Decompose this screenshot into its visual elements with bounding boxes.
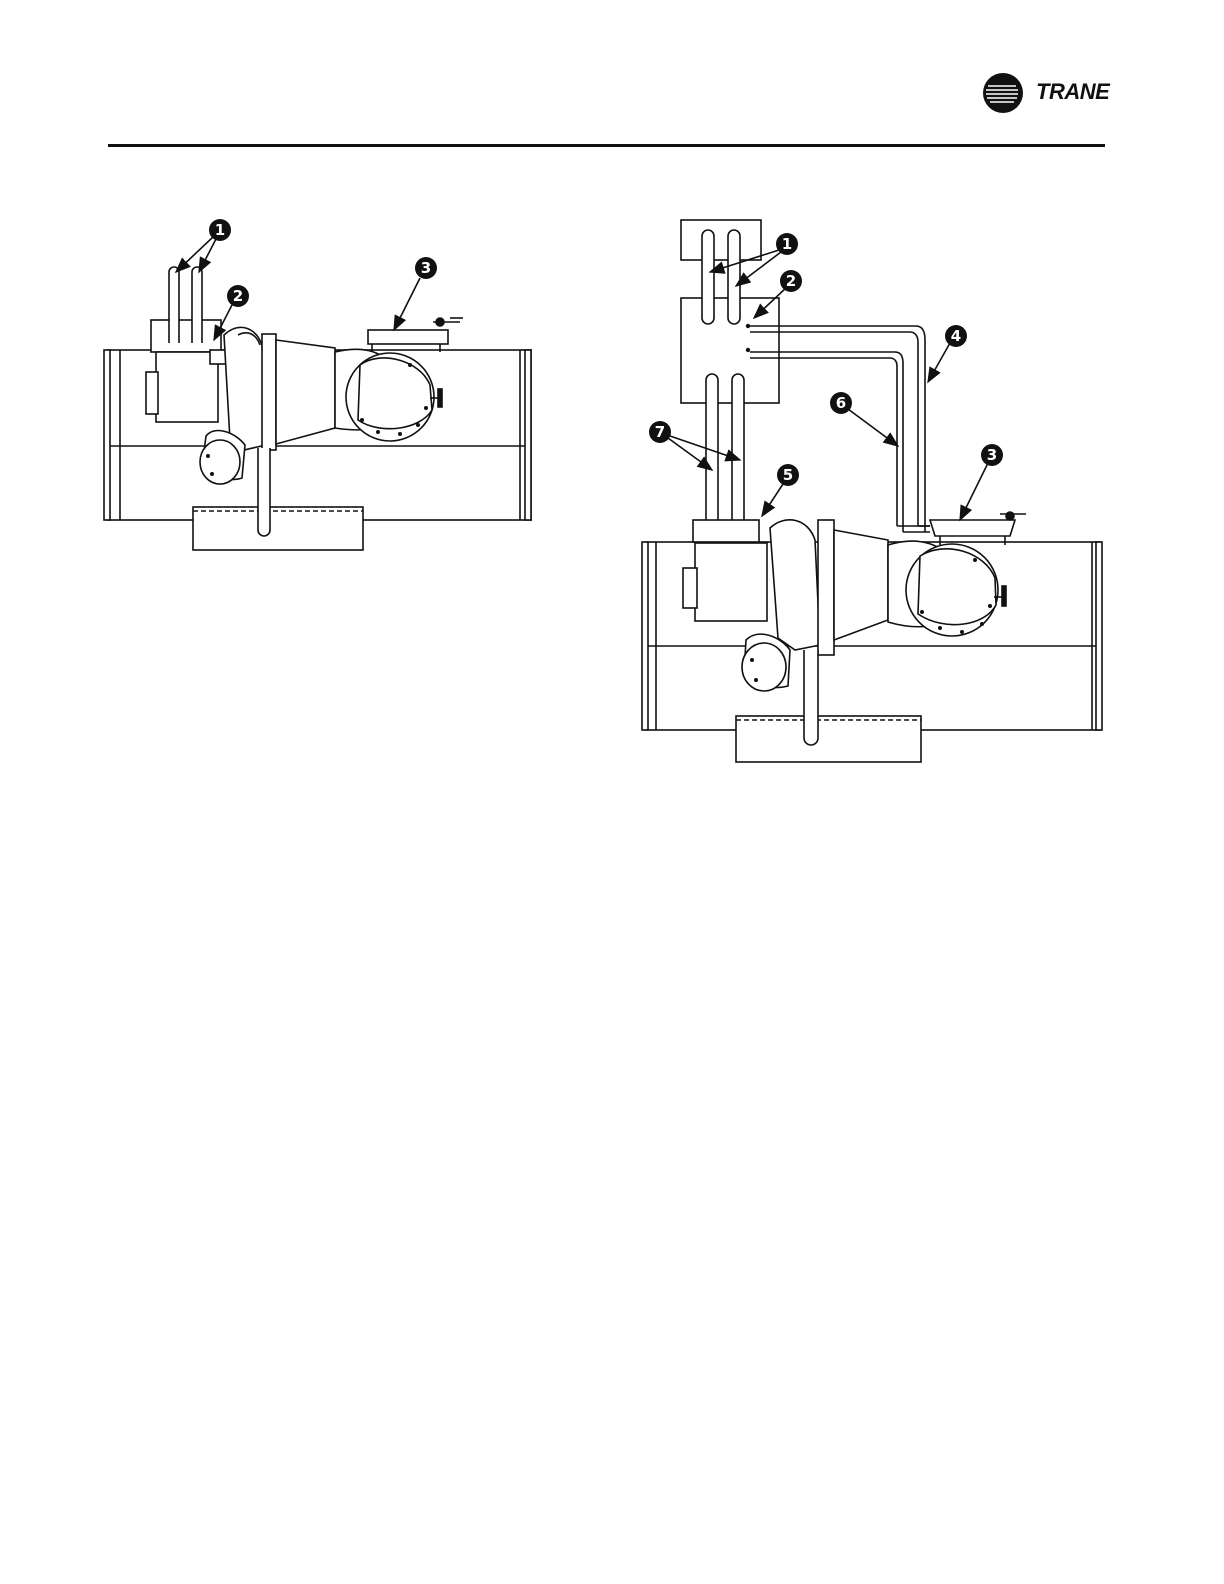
callout-left-3: 3	[415, 257, 437, 279]
callout-right-1: 1	[776, 233, 798, 255]
callout-left-1: 1	[209, 219, 231, 241]
svg-text:1: 1	[215, 221, 225, 239]
callout-right-7: 7	[649, 421, 671, 443]
svg-text:1: 1	[782, 235, 792, 253]
svg-text:2: 2	[786, 272, 796, 290]
svg-text:3: 3	[987, 446, 997, 464]
figure-right-unit	[642, 220, 1102, 762]
svg-text:5: 5	[783, 466, 793, 484]
svg-text:2: 2	[233, 287, 243, 305]
callout-right-4: 4	[945, 325, 967, 347]
svg-text:3: 3	[421, 259, 431, 277]
callout-right-2: 2	[780, 270, 802, 292]
svg-text:6: 6	[836, 394, 846, 412]
svg-text:7: 7	[655, 423, 665, 441]
callout-right-6: 6	[830, 392, 852, 414]
figure-left-unit	[104, 267, 531, 550]
callout-left-2: 2	[227, 285, 249, 307]
svg-text:4: 4	[951, 327, 961, 345]
callout-right-3: 3	[981, 444, 1003, 466]
callout-right-5: 5	[777, 464, 799, 486]
